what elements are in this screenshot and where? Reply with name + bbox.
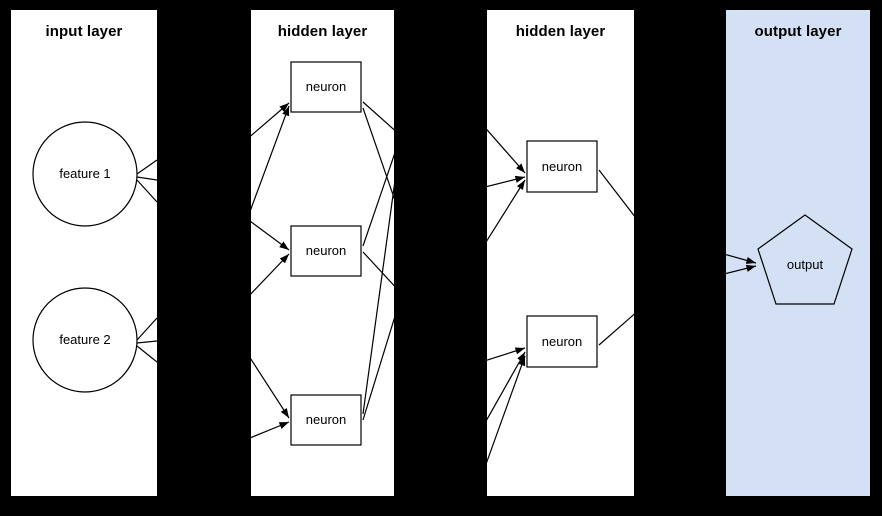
node-label-hidden2-neuron-2: neuron bbox=[542, 334, 582, 349]
edges-into-hidden-2 bbox=[487, 128, 526, 464]
edges-into-output bbox=[726, 254, 757, 275]
node-label-hidden2-neuron-1: neuron bbox=[542, 159, 582, 174]
edges-from-hidden-1 bbox=[362, 101, 394, 421]
node-hidden1-neuron-3[interactable]: neuron bbox=[290, 394, 362, 446]
layer-title-input: input layer bbox=[45, 23, 123, 40]
edges-from-hidden-2 bbox=[598, 169, 634, 346]
node-hidden1-neuron-2[interactable]: neuron bbox=[290, 225, 362, 277]
node-label-hidden1-neuron-3: neuron bbox=[306, 412, 346, 427]
node-hidden2-neuron-2[interactable]: neuron bbox=[526, 315, 598, 368]
node-hidden2-neuron-1[interactable]: neuron bbox=[526, 140, 598, 193]
layer-panel-output[interactable]: output layer output bbox=[726, 10, 870, 496]
node-label-feature-2: feature 2 bbox=[59, 332, 110, 347]
node-label-hidden1-neuron-1: neuron bbox=[306, 79, 346, 94]
layer-title-hidden-1: hidden layer bbox=[277, 23, 368, 40]
layer-panel-input[interactable]: input layer feature 1 feature 2 bbox=[11, 10, 157, 496]
node-label-hidden1-neuron-2: neuron bbox=[306, 243, 346, 258]
edges-into-hidden-1 bbox=[251, 102, 290, 439]
layer-title-output: output layer bbox=[754, 23, 842, 40]
edges-from-input bbox=[136, 159, 157, 363]
layer-panel-hidden-1[interactable]: hidden layer bbox=[251, 10, 394, 496]
node-feature-2[interactable]: feature 2 bbox=[32, 287, 138, 393]
node-label-output: output bbox=[787, 257, 824, 272]
layer-title-hidden-2: hidden layer bbox=[515, 23, 606, 40]
node-hidden1-neuron-1[interactable]: neuron bbox=[290, 61, 362, 113]
node-label-feature-1: feature 1 bbox=[59, 166, 110, 181]
node-output[interactable]: output bbox=[757, 214, 853, 305]
layer-panel-hidden-2[interactable]: hidden layer bbox=[487, 10, 634, 496]
node-feature-1[interactable]: feature 1 bbox=[32, 121, 138, 227]
